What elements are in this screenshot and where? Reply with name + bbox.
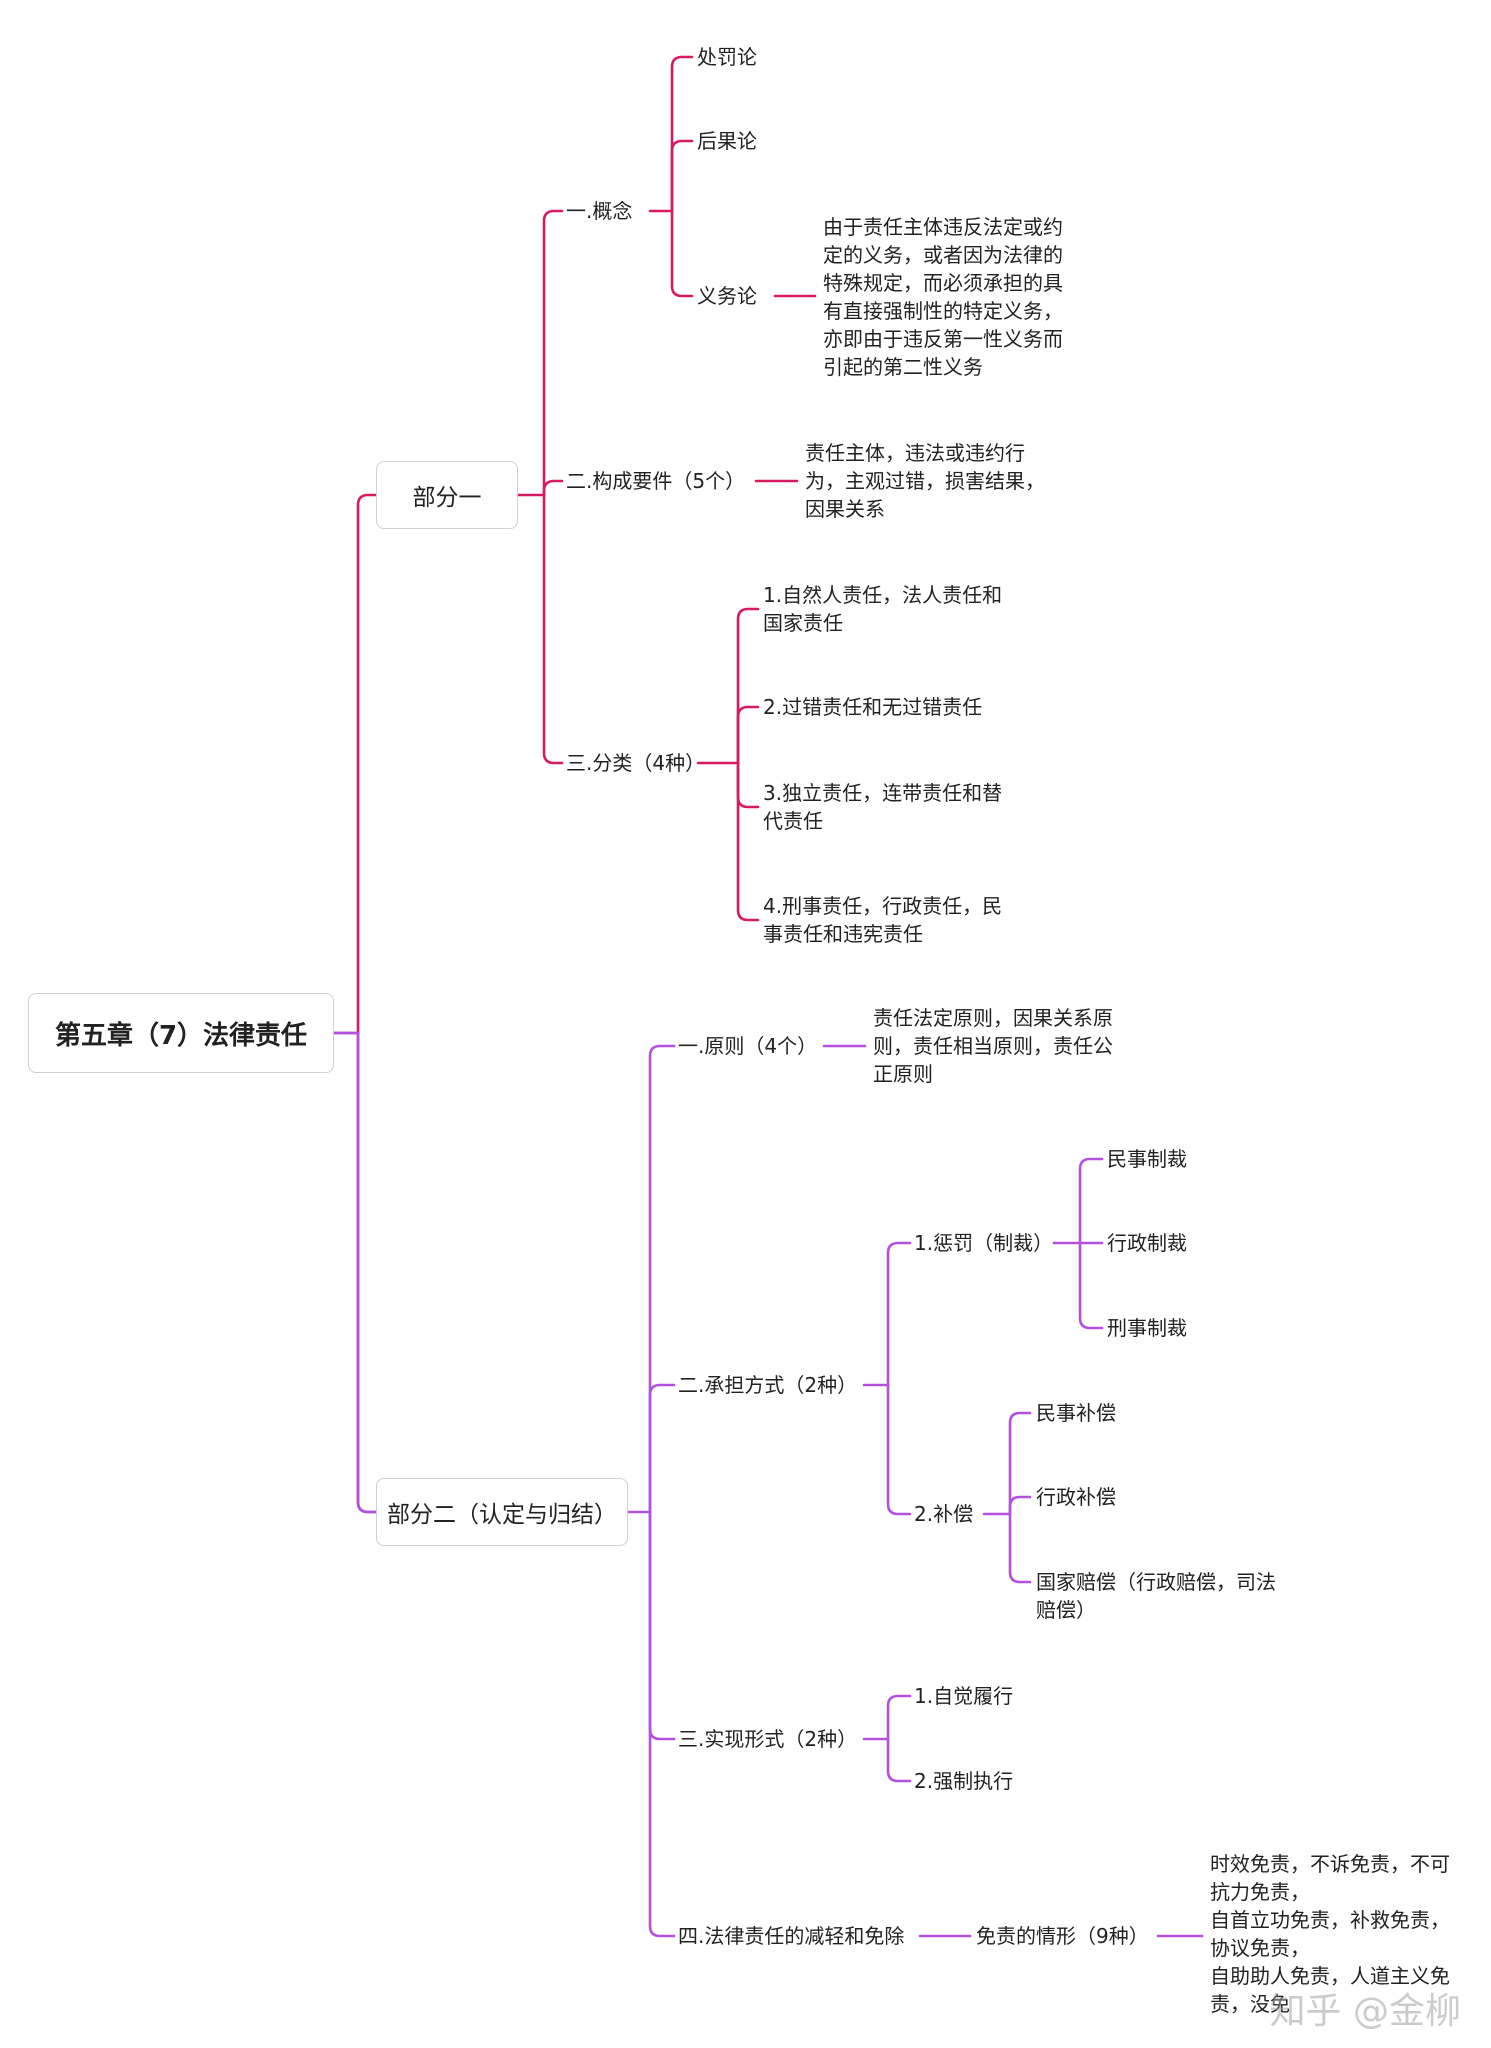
compensate-item-state[interactable]: 国家赔偿（行政赔偿，司法 赔偿）: [1036, 1570, 1276, 1622]
punish-branch-edge-0: [1078, 1157, 1104, 1245]
exempt-node[interactable]: 免责的情形（9种）: [976, 1924, 1149, 1948]
classification-item-3[interactable]: 3.独立责任，连带责任和替 代责任: [763, 781, 1003, 833]
classification-node[interactable]: 三.分类（4种）: [566, 751, 706, 775]
part1-branch-edge-1: [542, 479, 564, 497]
duty-note[interactable]: 由于责任主体违反法定或约 定的义务，或者因为法律的 特殊规定，而必须承担的具 有…: [823, 215, 1063, 379]
root-node[interactable]: 第五章（7）法律责任: [28, 993, 334, 1073]
part1-branch-edge-2: [542, 493, 564, 765]
part1-label: 部分一: [412, 485, 482, 511]
concept-branch-edge-0: [670, 55, 694, 213]
realization-branch-edge-1: [886, 1737, 912, 1783]
punish-item-admin[interactable]: 行政制裁: [1107, 1231, 1187, 1255]
compensate-branch-edge-1: [1008, 1495, 1032, 1516]
elements-node[interactable]: 二.构成要件（5个）: [566, 469, 746, 493]
principles-note[interactable]: 责任法定原则，因果关系原 则，责任相当原则，责任公 正原则: [873, 1006, 1113, 1086]
part2-node[interactable]: 部分二（认定与归结）: [376, 1478, 628, 1546]
concept-item-consequence[interactable]: 后果论: [697, 129, 757, 153]
punish-item-criminal[interactable]: 刑事制裁: [1107, 1316, 1187, 1340]
bearing-branch-edge-0: [886, 1241, 912, 1387]
part2-branch-edge-1: [648, 1383, 676, 1514]
classification-branch-edge-0: [736, 607, 760, 765]
punish-node[interactable]: 1.惩罚（制裁）: [914, 1231, 1054, 1255]
root-stem-part2: [332, 1031, 360, 1045]
bearing-node[interactable]: 二.承担方式（2种）: [678, 1373, 858, 1397]
compensate-branch-edge-2: [1008, 1512, 1032, 1584]
part1-node[interactable]: 部分一: [376, 461, 518, 529]
compensate-item-civil[interactable]: 民事补偿: [1036, 1401, 1116, 1425]
principles-node[interactable]: 一.原则（4个）: [678, 1034, 818, 1058]
concept-branch-edge-1: [670, 139, 694, 213]
concept-item-duty[interactable]: 义务论: [697, 284, 757, 308]
classification-item-4[interactable]: 4.刑事责任，行政责任，民 事责任和违宪责任: [763, 894, 1003, 946]
compensate-item-admin[interactable]: 行政补偿: [1036, 1485, 1116, 1509]
realization-branch-edge-0: [886, 1694, 912, 1741]
realization-item-enforced[interactable]: 2.强制执行: [914, 1769, 1014, 1793]
realization-node[interactable]: 三.实现形式（2种）: [678, 1727, 858, 1751]
realization-item-voluntary[interactable]: 1.自觉履行: [914, 1684, 1014, 1708]
classification-branch-edge-1: [736, 705, 760, 765]
root-label: 第五章（7）法律责任: [54, 1020, 308, 1051]
part2-branch-edge-3: [648, 1510, 676, 1938]
part1-branch-edge-0: [542, 209, 564, 497]
concept-item-punishment[interactable]: 处罚论: [697, 45, 757, 69]
concept-branch-edge-2: [670, 209, 694, 298]
classification-branch-edge-2: [736, 761, 760, 809]
punish-branch-edge-2: [1078, 1241, 1104, 1330]
root-branch-edge-0: [356, 493, 378, 1035]
watermark: 知乎 @金柳: [1269, 1991, 1461, 2032]
part2-branch-edge-2: [648, 1510, 676, 1741]
exempt-note[interactable]: 时效免责，不诉免责，不可 抗力免责， 自首立功免责，补救免责， 协议免责， 自助…: [1210, 1852, 1450, 2016]
concept-node[interactable]: 一.概念: [566, 199, 633, 223]
classification-item-2[interactable]: 2.过错责任和无过错责任: [763, 695, 983, 719]
part2-label: 部分二（认定与归结）: [387, 1502, 617, 1528]
mitigation-node[interactable]: 四.法律责任的减轻和免除: [678, 1924, 905, 1948]
classification-branch-edge-3: [736, 761, 760, 922]
punish-item-civil[interactable]: 民事制裁: [1107, 1147, 1187, 1171]
elements-note[interactable]: 责任主体，违法或违约行 为，主观过错，损害结果， 因果关系: [805, 441, 1045, 521]
classification-item-1[interactable]: 1.自然人责任，法人责任和 国家责任: [763, 583, 1003, 635]
part2-branch-edge-0: [648, 1044, 676, 1514]
root-branch-edge-1: [356, 1031, 378, 1514]
compensate-node[interactable]: 2.补偿: [914, 1502, 974, 1526]
root-edge-part2: [356, 1041, 378, 1514]
compensate-branch-edge-0: [1008, 1411, 1032, 1516]
bearing-branch-edge-1: [886, 1383, 912, 1516]
